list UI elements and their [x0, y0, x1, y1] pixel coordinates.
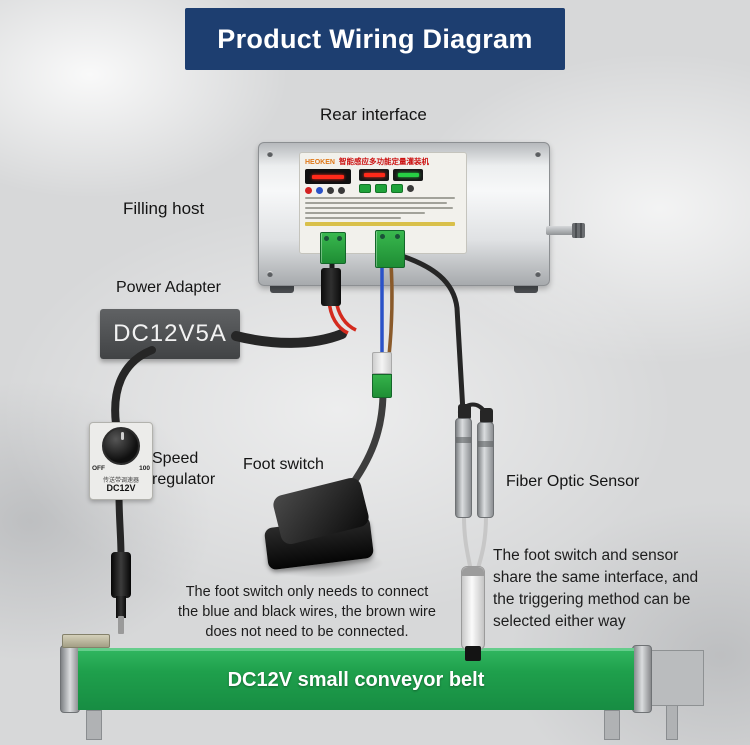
blue-button[interactable]	[316, 187, 323, 194]
connector-terminal	[372, 374, 392, 398]
panel-left-group	[305, 169, 351, 194]
screw-icon	[267, 151, 273, 157]
page-title: Product Wiring Diagram	[217, 23, 533, 54]
panel-displays-small	[359, 169, 423, 181]
label-fiber-optic-sensor: Fiber Optic Sensor	[506, 473, 640, 490]
device-foot	[270, 283, 294, 293]
connector-housing	[372, 352, 392, 374]
device-shaft	[546, 226, 574, 235]
label-power-adapter: Power Adapter	[116, 279, 221, 296]
panel-buttons-left	[305, 187, 351, 194]
panel-display-main	[305, 169, 351, 184]
label-foot-switch: Foot switch	[243, 456, 324, 473]
terminal-screw-icon	[380, 234, 385, 239]
text-line	[305, 202, 447, 204]
label-filling-host: Filling host	[123, 199, 205, 218]
screw-icon	[535, 151, 541, 157]
dark-button[interactable]	[407, 185, 414, 192]
panel-title-row: HEOKEN 智能感应多功能定量灌装机	[305, 156, 461, 167]
green-button[interactable]	[391, 184, 403, 193]
display-digits	[363, 173, 385, 177]
terminal-screw-icon	[324, 236, 329, 241]
dc-barrel-plug[interactable]	[111, 552, 131, 598]
regulator-voltage: DC12V	[106, 483, 136, 493]
panel-display-green	[393, 169, 423, 181]
conveyor-leg	[604, 710, 620, 740]
brand-logo: HEOKEN	[305, 159, 335, 166]
display-digits	[397, 173, 419, 177]
label-rear-interface: Rear interface	[320, 105, 427, 124]
panel-title: 智能感应多功能定量灌装机	[338, 157, 429, 166]
label-speed-regulator: Speed regulator	[152, 450, 216, 488]
sensor-band	[456, 437, 471, 443]
screw-icon	[267, 271, 273, 277]
wire-adapter-cable	[231, 329, 347, 348]
dark-button[interactable]	[338, 187, 345, 194]
text-line	[305, 197, 455, 199]
text-line	[305, 212, 425, 214]
panel-display-red	[359, 169, 389, 181]
display-digits	[311, 174, 345, 179]
fiber-cable-1	[462, 515, 473, 573]
sensor-probe-tip	[465, 646, 481, 661]
terminal-block-left[interactable]	[320, 232, 346, 264]
speed-knob[interactable]	[102, 427, 140, 465]
knob-max-label: 100	[139, 465, 150, 472]
dark-button[interactable]	[327, 187, 334, 194]
wire-regulator-in	[111, 346, 156, 428]
text-line	[305, 207, 453, 209]
panel-buttons-right	[359, 184, 423, 193]
fiber-cable-2	[475, 515, 488, 573]
text-line	[305, 217, 401, 219]
speed-regulator-device: OFF 100 传送带调速器 DC12V	[89, 422, 153, 500]
note-sensor: The foot switch and sensor share the sam…	[493, 547, 699, 630]
device-foot	[514, 283, 538, 293]
power-adapter-box: DC12V5A	[100, 309, 240, 359]
conveyor-roller-left	[60, 645, 80, 713]
fiber-sensor-2[interactable]	[477, 422, 494, 518]
conveyor-belt: DC12V small conveyor belt	[78, 648, 634, 710]
terminal-screw-icon	[395, 234, 400, 239]
terminal-block-right[interactable]	[375, 230, 405, 268]
red-button[interactable]	[305, 187, 312, 194]
green-button[interactable]	[375, 184, 387, 193]
panel-controls	[305, 169, 461, 194]
fiber-sensor-1[interactable]	[455, 418, 472, 518]
regulator-caption: 传送带调速器	[102, 478, 139, 484]
conveyor-label: DC12V small conveyor belt	[227, 669, 485, 691]
conveyor-roller-right	[632, 645, 652, 713]
wire-regulator-out	[115, 493, 125, 557]
warning-strip	[305, 222, 455, 226]
wire-footswitch	[344, 392, 387, 494]
note-foot-switch: The foot switch only needs to connect th…	[178, 584, 436, 640]
screw-icon	[535, 271, 541, 277]
green-button[interactable]	[359, 184, 371, 193]
conveyor-motor-housing	[650, 650, 704, 706]
panel-right-group	[359, 169, 423, 194]
dc-barrel-plug-neck	[116, 596, 126, 618]
terminal-screw-icon	[337, 236, 342, 241]
knob-min-label: OFF	[92, 465, 105, 472]
power-adapter-model: DC12V5A	[113, 320, 227, 347]
sensor-band	[478, 441, 493, 447]
panel-spec-text	[305, 197, 461, 226]
device-shaft-coupler	[572, 223, 585, 238]
conveyor-leg	[666, 704, 678, 740]
dc-barrel-plug-tip	[118, 616, 124, 634]
conveyor-leg	[86, 710, 102, 740]
sensor-probe-collar	[462, 567, 484, 576]
sensor-probe-head[interactable]	[461, 566, 485, 650]
conveyor-power-bracket	[62, 634, 110, 648]
page-title-banner: Product Wiring Diagram	[185, 8, 565, 70]
footswitch-inline-connector[interactable]	[372, 352, 392, 398]
power-plug[interactable]	[321, 268, 341, 306]
